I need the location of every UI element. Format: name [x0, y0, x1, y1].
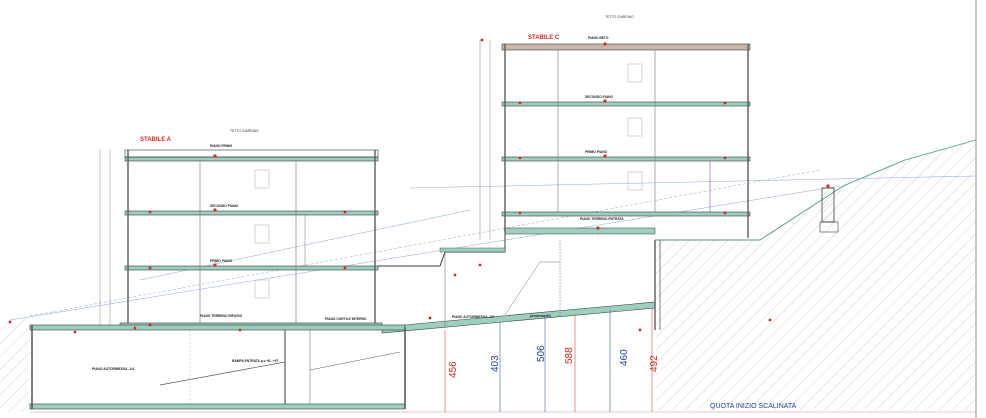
building-c-title: STABILE C	[528, 35, 560, 41]
level-label-a-first: PRIMO PIANO	[210, 259, 233, 263]
level-label-rampa: RAMPA ENTRATA p.c.+8...+07	[232, 359, 279, 363]
level-markers	[8, 38, 830, 334]
building-c	[479, 40, 751, 240]
slab	[124, 156, 379, 162]
building-a	[99, 149, 383, 330]
level-label-garage-a: PIANO AUTORIMESSA -1/A	[92, 367, 135, 371]
slab	[124, 265, 379, 271]
level-label-a-second: SECONDO PIANO	[210, 204, 238, 208]
roof-garden	[124, 149, 379, 158]
slab	[124, 210, 379, 216]
terrain-hatch	[655, 140, 976, 410]
level-label-cortile: PIANO CORTILE INTERNO	[325, 317, 367, 321]
level-label-c-second: SECONDO PIANO	[585, 95, 613, 99]
terrain-hatch-left	[0, 318, 30, 412]
level-label-c-first: PRIMO PIANO	[585, 150, 608, 154]
level-label-a-top: PIANO PRIMO	[210, 144, 233, 148]
level-label-pendenza: pendenza 6%	[530, 314, 551, 318]
dimension-506: 506	[536, 345, 547, 362]
level-label-a-ground: PIANO TERRENO RIFUGIO	[200, 314, 243, 318]
roof-slab	[501, 43, 751, 51]
slab	[501, 211, 751, 217]
terrain-line	[655, 139, 977, 241]
building-c-roof-label: TETTO GIARDINO	[605, 15, 634, 19]
building-a-roof-label: TETTO GIARDINO	[230, 129, 259, 133]
level-label-garage-c: PIANO AUTORIMESSA -1/C	[452, 315, 495, 319]
dimension-lines	[444, 308, 653, 412]
level-label-c-ground: PIANO TERRENO ENTRATA	[580, 217, 624, 221]
underground	[29, 187, 839, 410]
dimension-456: 456	[448, 361, 459, 378]
dimension-460: 460	[619, 349, 630, 366]
bottom-label: QUOTA INIZIO SCALINATA	[710, 403, 797, 410]
level-label-c-top: PIANO BETO	[588, 36, 609, 40]
slab	[501, 156, 751, 162]
dimension-492: 492	[649, 355, 660, 372]
dimension-403: 403	[490, 355, 501, 372]
dimension-588: 588	[564, 347, 575, 364]
slab	[501, 101, 751, 107]
building-a-title: STABILE A	[140, 137, 172, 143]
